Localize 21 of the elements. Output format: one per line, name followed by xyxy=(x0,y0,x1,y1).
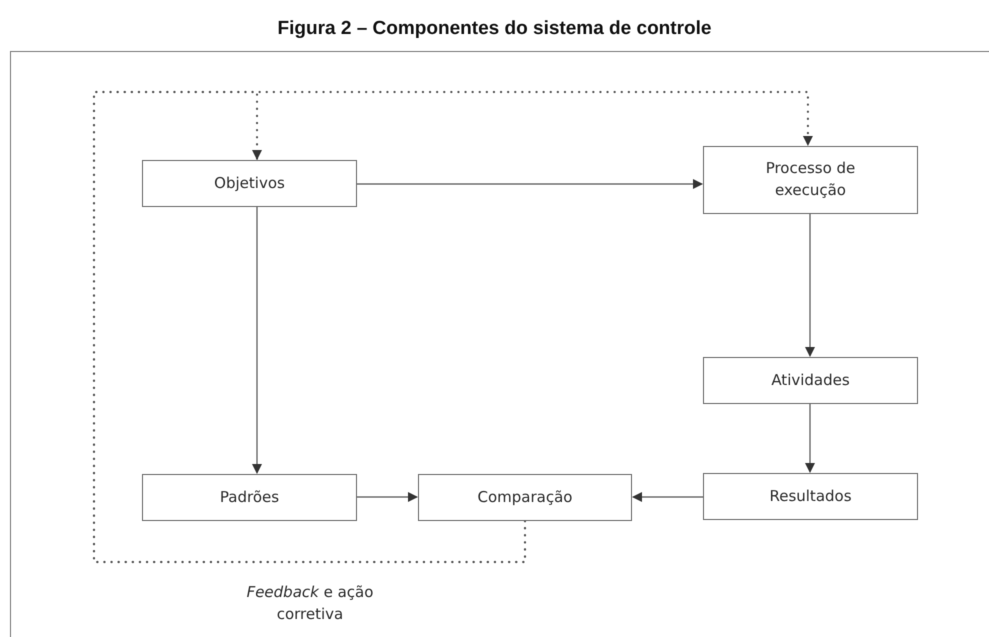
figure-title: Figura 2 – Componentes do sistema de controle xyxy=(278,18,712,40)
box-label: Resultados xyxy=(769,486,852,507)
process-box xyxy=(703,357,918,404)
arrow xyxy=(805,404,815,473)
dotted-arrow xyxy=(92,90,813,564)
arrow xyxy=(357,179,703,189)
process-box xyxy=(418,474,632,521)
box-label: Objetivos xyxy=(214,172,285,194)
box-label: Comparação xyxy=(478,486,572,508)
process-box xyxy=(142,474,357,521)
box-label: Atividades xyxy=(771,370,850,391)
arrow xyxy=(252,207,262,474)
process-box xyxy=(703,473,918,520)
arrow xyxy=(357,492,418,502)
process-box xyxy=(703,146,918,214)
box-label: Padrões xyxy=(220,486,280,508)
feedback-note: Feedback e ação corretiva xyxy=(246,582,374,625)
arrow xyxy=(805,214,815,357)
box-label: Processo de execução xyxy=(764,158,856,201)
arrow xyxy=(632,492,703,502)
process-box xyxy=(142,160,357,207)
